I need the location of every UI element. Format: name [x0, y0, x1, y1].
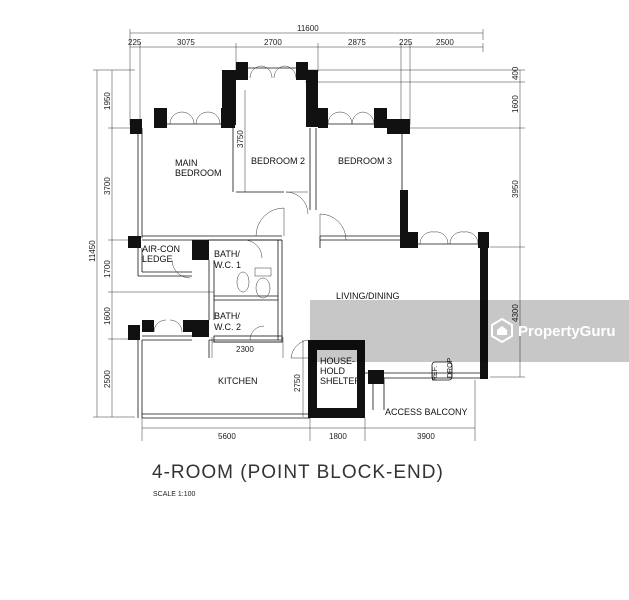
bottom-dim-1: 5600 [218, 432, 236, 441]
door-swings [153, 65, 479, 359]
walls [128, 62, 489, 418]
bath-2-label-1: BATH/ [214, 311, 240, 321]
inner-dim-2750: 2750 [293, 374, 302, 392]
right-dim-2: 1600 [511, 95, 520, 113]
bottom-dim-2: 1800 [329, 432, 347, 441]
dimension-lines [93, 29, 525, 441]
right-dim-4: 4300 [511, 304, 520, 322]
left-dim-2: 3700 [103, 177, 112, 195]
left-dim-5: 2500 [103, 370, 112, 388]
partitions [137, 67, 480, 419]
shelter-label-2: HOLD [320, 366, 346, 376]
watermark: PropertyGuru [310, 300, 629, 362]
top-dim-4: 2875 [348, 38, 366, 47]
left-overall-dim: 11450 [88, 240, 97, 262]
bedroom-3-label: BEDROOM 3 [338, 156, 392, 166]
top-dim-6: 2500 [436, 38, 454, 47]
plan-title: 4-ROOM (POINT BLOCK-END) [152, 462, 444, 483]
left-dim-4: 1600 [103, 307, 112, 325]
refuse-drop-label-1: REF. [432, 366, 439, 381]
bath-2-label-2: W.C. 2 [214, 322, 241, 332]
bottom-dim-3: 3900 [417, 432, 435, 441]
plan-scale: SCALE 1:100 [153, 491, 196, 498]
watermark-band [310, 300, 629, 362]
shelter-label-1: HOUSE- [320, 356, 355, 366]
refuse-drop-label-2: DROP [447, 357, 454, 378]
propertyguru-logo-icon [491, 317, 513, 344]
inner-dim-3750: 3750 [236, 130, 245, 148]
overall-width-dim: 11600 [297, 24, 319, 33]
bath-width-dim: 2300 [236, 345, 254, 354]
room-labels: MAIN BEDROOM BEDROOM 2 BEDROOM 3 AIR-CON… [142, 156, 468, 417]
dimension-text: 11600 225 3075 2700 2875 225 2500 5600 1… [88, 24, 520, 441]
bath-1-label-2: W.C. 1 [214, 260, 241, 270]
kitchen-label: KITCHEN [218, 376, 258, 386]
main-bedroom-label-2: BEDROOM [175, 168, 222, 178]
top-dim-2: 3075 [177, 38, 195, 47]
right-dim-3: 3950 [511, 180, 520, 198]
access-balcony-label: ACCESS BALCONY [385, 407, 468, 417]
aircon-ledge-label-1: AIR-CON [142, 244, 180, 254]
left-dim-3: 1700 [103, 260, 112, 278]
bedroom-2-label: BEDROOM 2 [251, 156, 305, 166]
top-dim-1: 225 [128, 38, 142, 47]
bath-1-label-1: BATH/ [214, 249, 240, 259]
top-dim-5: 225 [399, 38, 413, 47]
right-dim-1: 400 [511, 66, 520, 80]
living-dining-label: LIVING/DINING [336, 291, 400, 301]
aircon-ledge-label-2: LEDGE [142, 254, 173, 264]
top-dim-3: 2700 [264, 38, 282, 47]
main-bedroom-label-1: MAIN [175, 158, 198, 168]
shelter-label-3: SHELTER [320, 376, 361, 386]
watermark-text: PropertyGuru [518, 323, 616, 340]
left-dim-1: 1950 [103, 92, 112, 110]
